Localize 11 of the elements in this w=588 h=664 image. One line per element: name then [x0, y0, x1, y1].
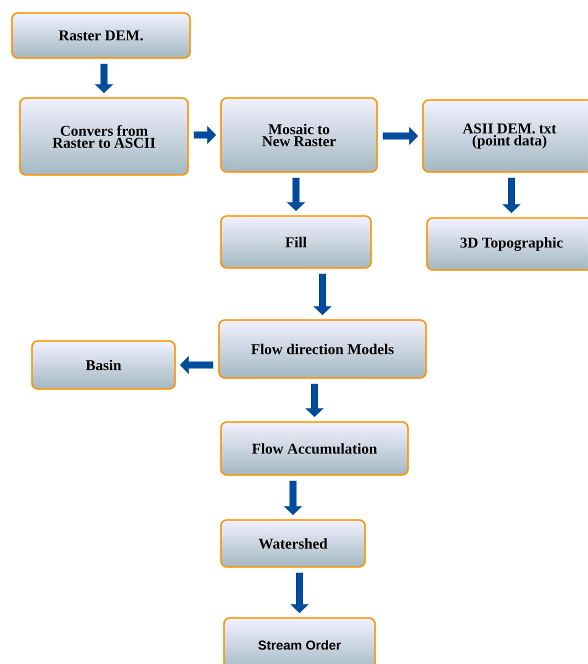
process-box: Raster DEM.	[11, 12, 191, 59]
process-box: Flow Accumulation	[220, 421, 409, 476]
process-box: Flow direction Models	[218, 319, 427, 379]
process-box: Mosaic to New Raster	[220, 97, 378, 173]
process-box: Fill	[220, 215, 372, 269]
process-box: Watershed	[220, 519, 366, 568]
process-box: Stream Order	[223, 617, 376, 664]
process-box: 3D Topographic	[426, 217, 588, 271]
process-box: Convers from Raster to ASCII	[19, 97, 189, 176]
process-box: ASII DEM. txt (point data)	[422, 99, 588, 173]
process-box: Basin	[31, 340, 176, 390]
